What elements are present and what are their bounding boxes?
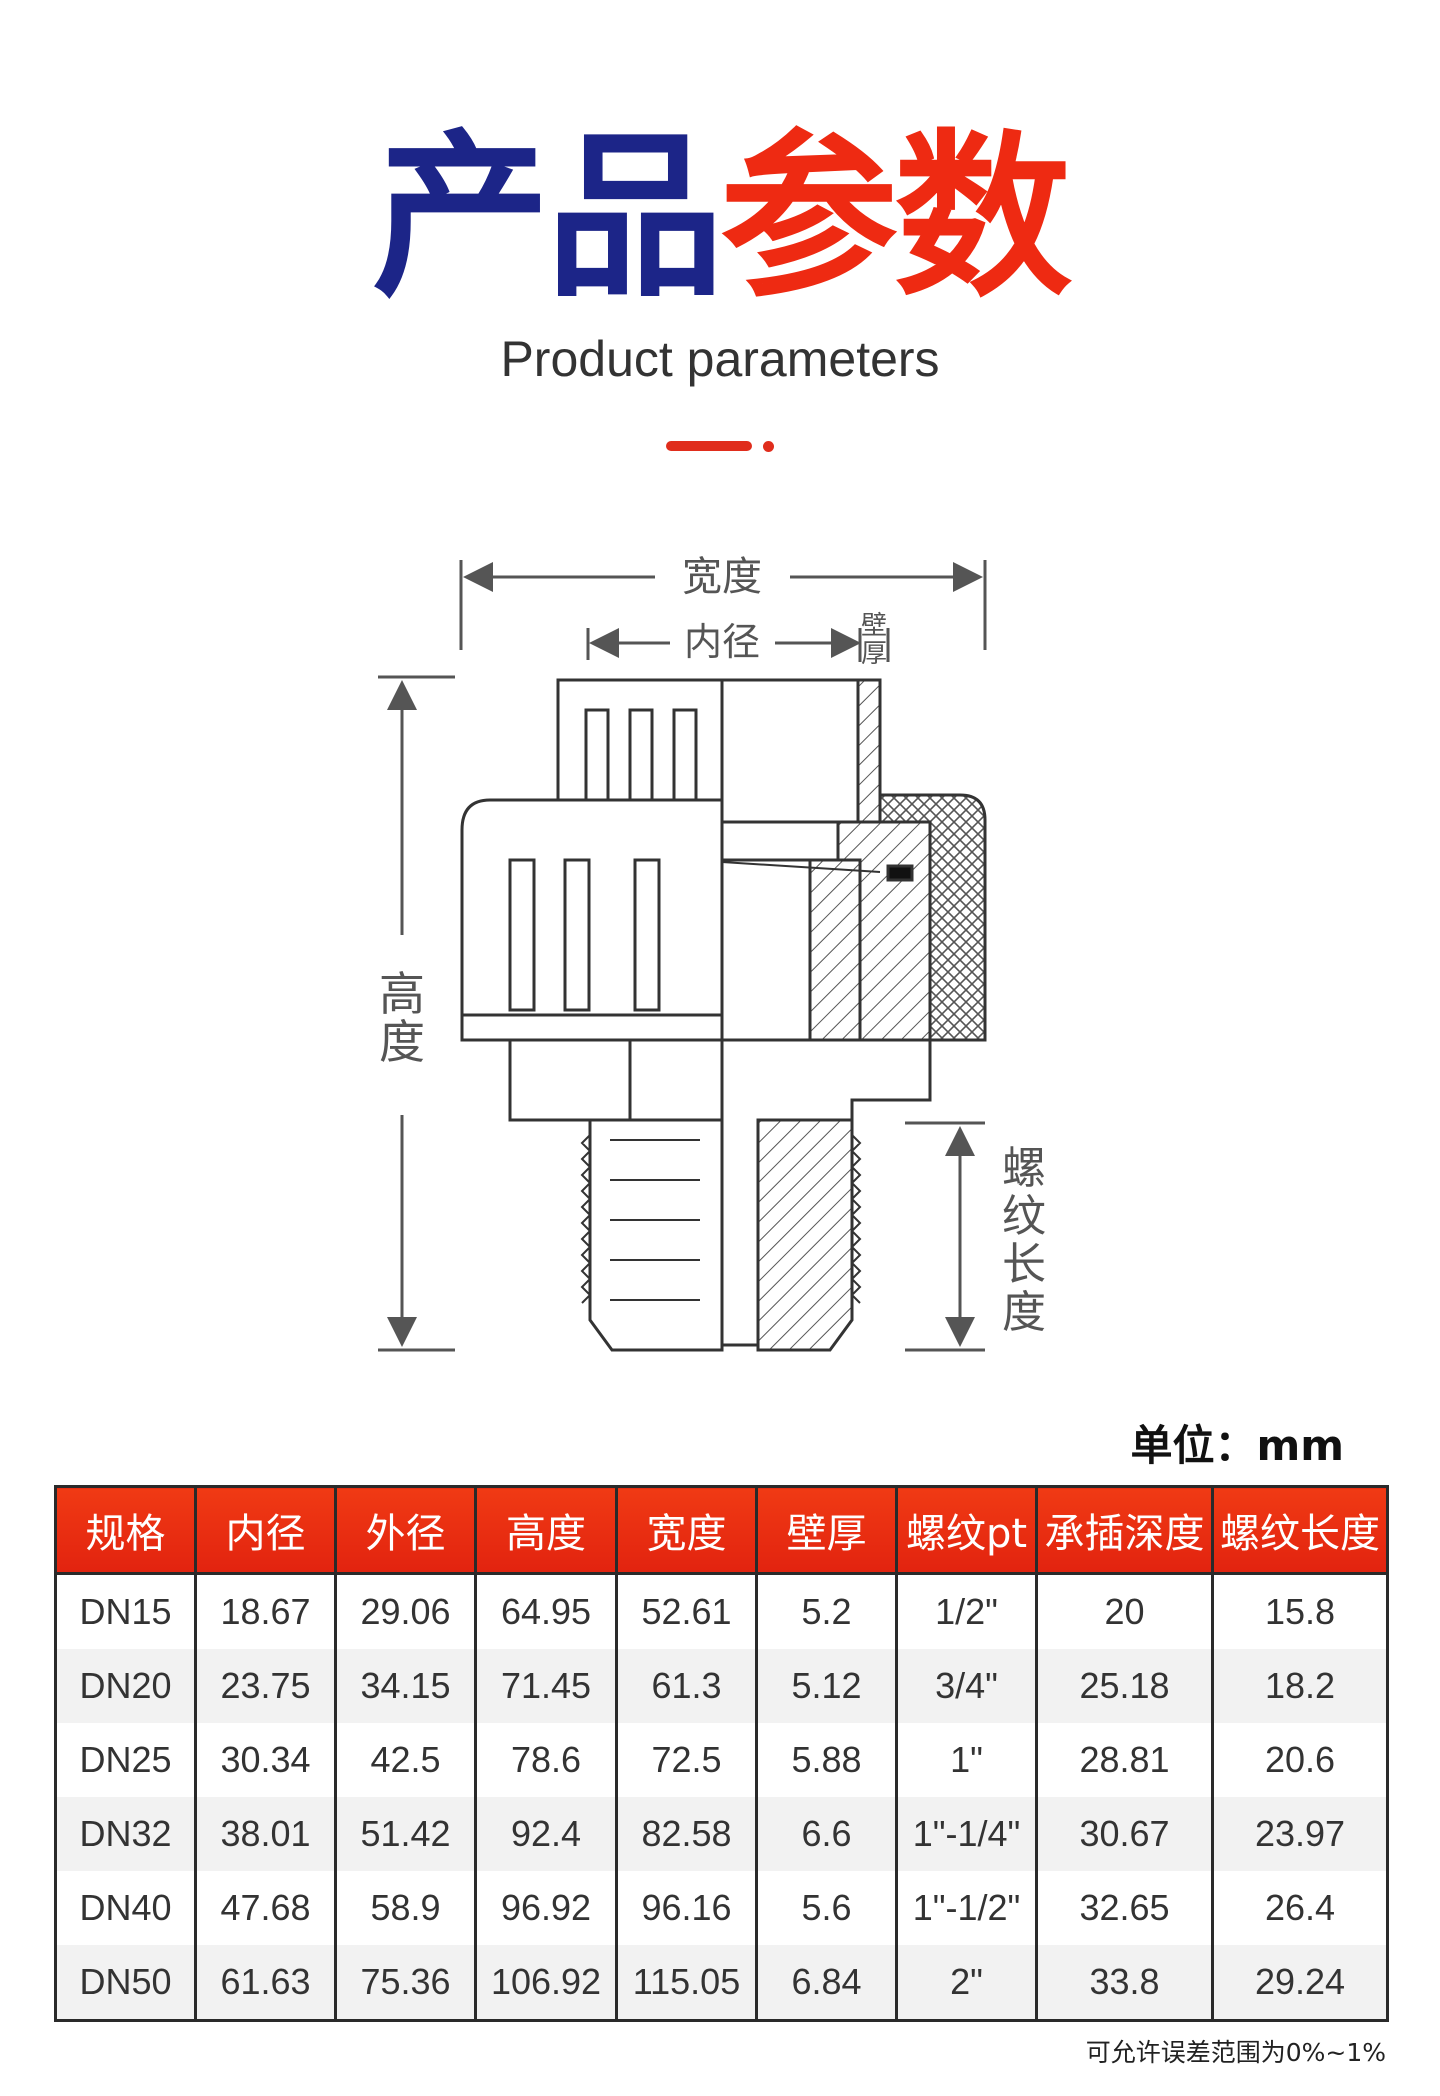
table-cell: 1/2" xyxy=(895,1573,1038,1649)
table-cell: 5.88 xyxy=(755,1723,898,1797)
table-cell: 30.67 xyxy=(1035,1797,1214,1871)
unit-label: 单位：mm xyxy=(1130,1421,1344,1470)
thread-length-label-3: 长 xyxy=(1002,1239,1046,1290)
table-row: DN40 47.68 58.9 96.92 96.16 5.6 1"-1/2" … xyxy=(54,1871,1389,1945)
wall-thickness-label-1: 壁 xyxy=(861,611,887,641)
table-cell: 32.65 xyxy=(1035,1871,1214,1945)
table-cell: DN40 xyxy=(54,1871,197,1945)
table-cell: 115.05 xyxy=(615,1945,758,2022)
spec-table: 规格 内径 外径 高度 宽度 壁厚 螺纹pt 承插深度 螺纹长度 DN15 18… xyxy=(54,1485,1389,2022)
table-cell: 28.81 xyxy=(1035,1723,1214,1797)
table-cell: 26.4 xyxy=(1211,1871,1389,1945)
table-cell: 5.12 xyxy=(755,1649,898,1723)
inner-diameter-dimension xyxy=(586,628,890,662)
table-cell: 29.24 xyxy=(1211,1945,1389,2022)
table-cell: 106.92 xyxy=(474,1945,618,2022)
table-cell: 1"-1/2" xyxy=(895,1871,1038,1945)
table-cell: 15.8 xyxy=(1211,1573,1389,1649)
header-socket-depth: 承插深度 xyxy=(1035,1485,1214,1575)
table-cell: 38.01 xyxy=(194,1797,337,1871)
table-cell: 6.6 xyxy=(755,1797,898,1871)
table-cell: 2" xyxy=(895,1945,1038,2022)
thread-length-label-2: 纹 xyxy=(1002,1191,1046,1242)
table-cell: 52.61 xyxy=(615,1573,758,1649)
table-cell: DN15 xyxy=(54,1573,197,1649)
thread-length-dimension xyxy=(905,1121,985,1352)
height-label-1: 高 xyxy=(379,967,425,1021)
table-row: DN15 18.67 29.06 64.95 52.61 5.2 1/2" 20… xyxy=(54,1573,1389,1649)
wall-thickness-label-2: 厚 xyxy=(861,639,887,669)
header-inner-diameter: 内径 xyxy=(194,1485,337,1575)
table-cell: 42.5 xyxy=(334,1723,477,1797)
table-row: DN25 30.34 42.5 78.6 72.5 5.88 1" 28.81 … xyxy=(54,1723,1389,1797)
header-thread-length: 螺纹长度 xyxy=(1211,1485,1389,1575)
table-cell: 18.67 xyxy=(194,1573,337,1649)
table-cell: 61.63 xyxy=(194,1945,337,2022)
table-cell: 29.06 xyxy=(334,1573,477,1649)
page-title: 产品参数 xyxy=(0,128,1440,308)
table-cell: 6.84 xyxy=(755,1945,898,2022)
table-cell: 72.5 xyxy=(615,1723,758,1797)
table-cell: DN32 xyxy=(54,1797,197,1871)
table-cell: 51.42 xyxy=(334,1797,477,1871)
table-cell: 30.34 xyxy=(194,1723,337,1797)
table-cell: 47.68 xyxy=(194,1871,337,1945)
table-cell: 33.8 xyxy=(1035,1945,1214,2022)
thread-length-label-4: 度 xyxy=(1002,1287,1046,1338)
table-cell: 5.2 xyxy=(755,1573,898,1649)
table-cell: 23.75 xyxy=(194,1649,337,1723)
table-row: DN50 61.63 75.36 106.92 115.05 6.84 2" 3… xyxy=(54,1945,1389,2022)
table-cell: 96.92 xyxy=(474,1871,618,1945)
table-header-row: 规格 内径 外径 高度 宽度 壁厚 螺纹pt 承插深度 螺纹长度 xyxy=(54,1485,1389,1575)
table-cell: 5.6 xyxy=(755,1871,898,1945)
title-part-1: 产品 xyxy=(372,114,724,321)
table-cell: 61.3 xyxy=(615,1649,758,1723)
table-cell: 1" xyxy=(895,1723,1038,1797)
table-cell: 58.9 xyxy=(334,1871,477,1945)
table-cell: 1"-1/4" xyxy=(895,1797,1038,1871)
table-cell: 82.58 xyxy=(615,1797,758,1871)
table-cell: 92.4 xyxy=(474,1797,618,1871)
header-outer-diameter: 外径 xyxy=(334,1485,477,1575)
title-part-2: 参数 xyxy=(720,114,1072,321)
table-cell: 3/4" xyxy=(895,1649,1038,1723)
table-row: DN20 23.75 34.15 71.45 61.3 5.12 3/4" 25… xyxy=(54,1649,1389,1723)
page-subtitle: Product parameters xyxy=(500,331,940,387)
table-row: DN32 38.01 51.42 92.4 82.58 6.6 1"-1/4" … xyxy=(54,1797,1389,1871)
table-cell: 18.2 xyxy=(1211,1649,1389,1723)
table-cell: 25.18 xyxy=(1035,1649,1214,1723)
table-cell: DN20 xyxy=(54,1649,197,1723)
table-cell: 20 xyxy=(1035,1573,1214,1649)
table-cell: DN50 xyxy=(54,1945,197,2022)
table-cell: 64.95 xyxy=(474,1573,618,1649)
width-dimension xyxy=(459,560,987,650)
header-width: 宽度 xyxy=(615,1485,758,1575)
thread-length-label-1: 螺 xyxy=(1002,1143,1046,1194)
table-cell: 20.6 xyxy=(1211,1723,1389,1797)
height-dimension xyxy=(378,675,455,1352)
height-label-2: 度 xyxy=(379,1015,425,1069)
header-spec: 规格 xyxy=(54,1485,197,1575)
union-fitting-drawing xyxy=(460,678,987,1352)
decorative-dot xyxy=(763,441,774,452)
width-label: 宽度 xyxy=(682,554,762,600)
table-cell: 34.15 xyxy=(334,1649,477,1723)
header-height: 高度 xyxy=(474,1485,618,1575)
header-thread-pt: 螺纹pt xyxy=(895,1485,1038,1575)
table-cell: DN25 xyxy=(54,1723,197,1797)
inner-diameter-label: 内径 xyxy=(684,620,760,664)
table-cell: 71.45 xyxy=(474,1649,618,1723)
tolerance-note: 可允许误差范围为0%~1% xyxy=(1085,2038,1386,2067)
product-dimension-diagram: 宽度 内径 壁 厚 高 度 螺 纹 长 度 xyxy=(378,554,1046,1352)
table-cell: 23.97 xyxy=(1211,1797,1389,1871)
table-cell: 96.16 xyxy=(615,1871,758,1945)
table-cell: 75.36 xyxy=(334,1945,477,2022)
header-wall-thickness: 壁厚 xyxy=(755,1485,898,1575)
table-cell: 78.6 xyxy=(474,1723,618,1797)
decorative-bar xyxy=(666,441,752,451)
